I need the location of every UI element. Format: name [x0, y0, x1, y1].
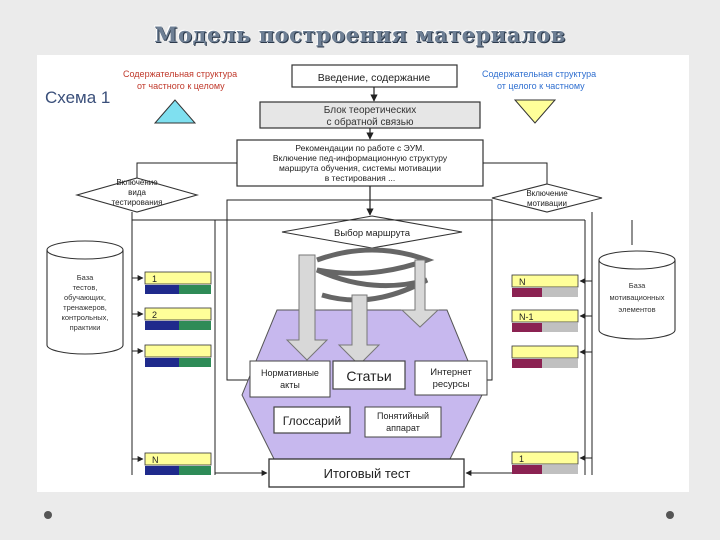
right-header-line2: от целого к частному: [497, 81, 585, 91]
internet-box: [414, 360, 488, 396]
triangle-down-icon: [513, 99, 557, 124]
left-module-n: N: [144, 452, 212, 475]
left-module-1-label: 1: [152, 274, 157, 284]
testing-line2: вида: [128, 188, 146, 197]
glossary-box: [273, 406, 351, 434]
theory-block-line1: Блок теоретических: [324, 105, 416, 116]
concept-box: [364, 406, 442, 438]
left-db-line5: контрольных,: [62, 313, 109, 322]
right-database: [598, 250, 676, 340]
left-db-line3: обучающих,: [64, 293, 106, 302]
scheme-label: Схема 1: [45, 88, 110, 107]
concept-line2: аппарат: [386, 423, 420, 433]
left-module-2-label: 2: [152, 310, 157, 320]
testing-diamond: [74, 177, 200, 213]
right-module-n-1: N-1: [511, 309, 579, 332]
spiral-arrow: [285, 247, 440, 366]
intro-text: Введение, содержание: [318, 72, 431, 84]
nav-dot-right: [666, 511, 674, 519]
final-test-box: [268, 458, 465, 488]
right-header-line1: Содержательная структура: [482, 69, 596, 79]
left-header-line1: Содержательная структура: [123, 69, 237, 79]
articles-box: [332, 360, 406, 390]
triangle-up-icon: [153, 99, 197, 124]
diagram-canvas: Схема 1 Содержательная структура от част…: [45, 64, 676, 488]
theory-block-line2: с обратной связью: [327, 116, 414, 128]
route-choice-text: Выбор маршрута: [334, 228, 411, 239]
right-module-1-label: 1: [519, 454, 524, 464]
final-test-text: Итоговый тест: [324, 466, 411, 481]
left-module-1: 1: [144, 271, 212, 294]
left-db-line1: База: [77, 273, 94, 282]
articles-text: Статьи: [346, 368, 391, 384]
motivation-line1: Включение: [526, 189, 568, 198]
normative-line1: Нормативные: [261, 368, 319, 378]
left-module-2: 2: [144, 307, 212, 330]
right-module-1: 1: [511, 451, 579, 474]
right-module-n: N: [511, 274, 579, 297]
recommendations-line1: Рекомендации по работе с ЭУМ.: [295, 143, 424, 153]
diagram-panel: Схема 1 Содержательная структура от част…: [37, 55, 689, 492]
concept-line1: Понятийный: [377, 411, 429, 421]
motivation-diamond: [491, 183, 603, 213]
internet-line1: Интернет: [430, 367, 472, 378]
slide-title: Модель построения материалов: [154, 22, 566, 47]
recommendations-line4: в тестирования ...: [325, 173, 395, 183]
theory-block-box: [259, 101, 481, 129]
internet-line2: ресурсы: [433, 379, 470, 390]
right-module-3: [511, 345, 579, 368]
right-module-n-1-label: N-1: [519, 312, 534, 322]
left-module-n-label: N: [152, 455, 159, 465]
right-db-line3: элементов: [618, 305, 655, 314]
normative-box: [249, 360, 331, 398]
normative-line2: акты: [280, 380, 300, 390]
testing-line3: тестирования: [112, 198, 163, 207]
left-db-line6: практики: [70, 323, 101, 332]
left-module-3: [144, 344, 212, 367]
testing-line1: Включение: [116, 178, 158, 187]
left-database: [46, 240, 124, 355]
motivation-line2: мотивации: [527, 199, 567, 208]
right-db-line2: мотивационных: [610, 293, 665, 302]
nav-dot-left: [44, 511, 52, 519]
recommendations-line3: маршрута обучения, системы мотивации: [279, 163, 441, 173]
recommendations-line2: Включение пед-информационную структуру: [273, 153, 448, 163]
right-db-line1: База: [629, 281, 646, 290]
left-db-line4: тренажеров,: [63, 303, 107, 312]
glossary-text: Глоссарий: [283, 414, 341, 428]
left-db-line2: тестов,: [73, 283, 98, 292]
right-module-n-label: N: [519, 277, 526, 287]
left-header-line2: от частного к целому: [137, 81, 225, 91]
